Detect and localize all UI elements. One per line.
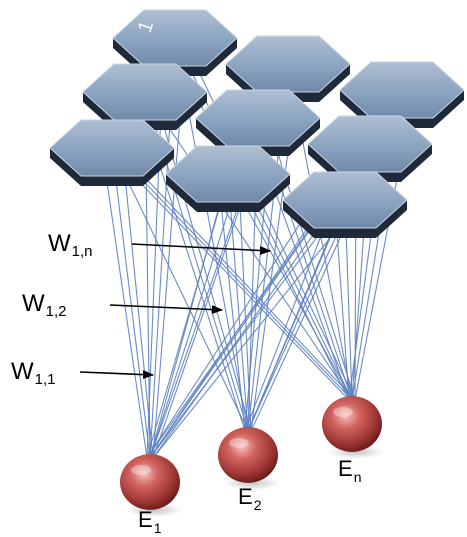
connection-line-r2c0-e0-1 bbox=[111, 147, 151, 459]
input-node-label-1: E1 bbox=[138, 507, 161, 536]
arrow-w11 bbox=[79, 370, 155, 380]
weight-label-12-symbol: W bbox=[22, 290, 45, 317]
weight-label-12-subscript: 1,2 bbox=[45, 303, 67, 320]
node-sphere bbox=[218, 427, 278, 483]
tile-face bbox=[282, 171, 408, 229]
weight-label-11-symbol: W bbox=[11, 358, 34, 385]
connection-line-r2c0-e2-1 bbox=[111, 147, 353, 401]
input-node-label-2-symbol: E bbox=[238, 484, 253, 509]
connection-line-r2c0-e0-0 bbox=[100, 141, 148, 459]
input-node-1 bbox=[120, 454, 183, 517]
weight-label-11: W1,1 bbox=[11, 358, 56, 388]
connection-line-r2c1-e1-2 bbox=[238, 179, 252, 432]
neuron-tile-r2c0 bbox=[49, 119, 175, 186]
neuron-grid bbox=[49, 9, 465, 238]
connection-line-r2c2-e0-0 bbox=[146, 193, 335, 459]
arrow-w12 bbox=[109, 304, 224, 315]
input-node-label-2: E2 bbox=[238, 484, 261, 513]
input-node-label-1-symbol: E bbox=[138, 507, 153, 532]
input-node-label-2-subscript: 2 bbox=[253, 497, 262, 513]
arrow-w1n bbox=[131, 243, 272, 255]
weight-label-12: W1,2 bbox=[22, 290, 67, 320]
input-node-label-n: En bbox=[338, 456, 361, 485]
node-sphere bbox=[120, 454, 180, 510]
node-highlight bbox=[229, 438, 249, 448]
connection-line-r2c2-e0-2 bbox=[152, 205, 357, 459]
connection-line-r2c1-e1-1 bbox=[227, 173, 249, 432]
input-nodes bbox=[120, 396, 385, 517]
node-highlight bbox=[131, 465, 151, 475]
input-node-3 bbox=[322, 396, 385, 459]
connection-line-r2c2-e2-2 bbox=[354, 205, 357, 401]
connection-line-r1c0-e2-1 bbox=[144, 91, 353, 401]
weight-label-11-subscript: 1,1 bbox=[34, 371, 56, 388]
weight-label-1n-symbol: W bbox=[48, 230, 71, 257]
input-node-2 bbox=[218, 427, 281, 490]
tile-face bbox=[49, 119, 175, 177]
input-node-label-1-subscript: 1 bbox=[153, 520, 162, 536]
input-node-label-n-subscript: n bbox=[353, 469, 362, 485]
weight-arrows bbox=[79, 243, 272, 380]
neuron-tile-r2c2 bbox=[282, 171, 408, 238]
connection-line-r2c2-e0-1 bbox=[149, 199, 346, 459]
input-node-label-n-symbol: E bbox=[338, 456, 353, 481]
node-sphere bbox=[322, 396, 382, 452]
weight-label-1n-subscript: 1,n bbox=[71, 243, 93, 260]
neuron-tile-r2c1 bbox=[165, 145, 291, 212]
node-highlight bbox=[333, 407, 353, 417]
weight-label-1n: W1,n bbox=[48, 230, 93, 260]
connection-line-r2c1-e0-1 bbox=[149, 173, 229, 459]
tile-face bbox=[165, 145, 291, 203]
connection-line-r2c0-e1-1 bbox=[111, 147, 249, 432]
connection-line-r2c2-e1-1 bbox=[247, 199, 346, 432]
connection-line-r2c0-e2-2 bbox=[122, 153, 356, 401]
